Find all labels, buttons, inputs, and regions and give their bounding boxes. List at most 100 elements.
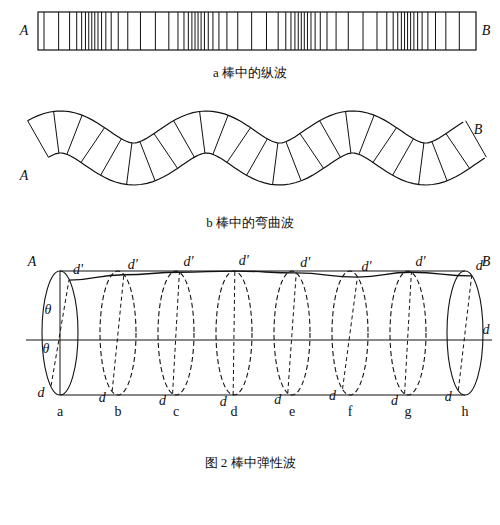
rod-section-line (266, 12, 267, 50)
point-label: d (329, 389, 336, 403)
rod-section-line (251, 12, 252, 50)
rod-section-line (67, 115, 82, 154)
rod-section-line (237, 12, 238, 50)
longitudinal-wave-rod (38, 12, 476, 50)
rod-section-line (226, 12, 227, 50)
rod-section-line (201, 12, 202, 50)
rod-section-line (427, 12, 428, 50)
rod-section-line (195, 12, 196, 50)
rod-section-line (278, 12, 279, 50)
bending-wave-rod (28, 111, 487, 185)
angle-label: θ (43, 342, 50, 356)
diameter-line (343, 277, 358, 389)
end-label: A (20, 169, 29, 183)
point-label: d' (415, 255, 425, 269)
section-letter: f (348, 405, 353, 419)
rod-section-line (140, 142, 155, 181)
diameter-line (288, 273, 296, 393)
rod-section-line (373, 128, 397, 163)
diameter-line (405, 272, 412, 394)
sub-caption: a 棒中的纵波 (213, 66, 287, 79)
rod-section-line (307, 12, 308, 50)
rod-section-line (315, 12, 316, 50)
rod-section-line (191, 12, 192, 50)
rod-section-line (188, 12, 189, 50)
diameter-line (233, 271, 235, 395)
section-letter: g (405, 405, 412, 419)
section-letter: e (289, 405, 295, 419)
rod-section-line (88, 12, 89, 50)
rod-section-line (285, 12, 286, 50)
rod-section-line (401, 12, 402, 50)
rod-section-line (310, 12, 311, 50)
rod-section-line (69, 12, 70, 50)
rod-section-line (177, 12, 178, 50)
point-label: d' (128, 258, 138, 272)
rod-section-line (101, 12, 102, 50)
point-label: d (274, 393, 281, 407)
rod-edge (28, 111, 464, 143)
rod-section-line (183, 12, 184, 50)
rod-section-line (404, 12, 405, 50)
rod-section-line (300, 134, 324, 169)
rod-section-line (413, 12, 414, 50)
rod-section-line (466, 121, 487, 158)
section-letter: b (115, 405, 122, 419)
rod-section-line (327, 12, 328, 50)
rod-section-line (76, 12, 77, 50)
rod-section-line (432, 142, 447, 181)
rod-section-line (446, 134, 470, 169)
rod-section-line (28, 121, 49, 158)
rod-section-line (111, 12, 112, 50)
rod-section-line (54, 111, 59, 153)
rod-section-line (127, 143, 132, 185)
rod-section-line (247, 139, 268, 176)
rod-section-line (336, 12, 337, 50)
rod-section-line (410, 12, 411, 50)
rod-section-line (200, 111, 205, 153)
point-label: d (220, 395, 227, 409)
rod-section-line (290, 12, 291, 50)
cross-section-ellipse (332, 271, 368, 395)
rod-section-line (393, 139, 414, 176)
section-letter: c (173, 405, 179, 419)
rod-section-line (168, 12, 169, 50)
rod-section-line (213, 115, 228, 154)
rod-section-line (91, 12, 92, 50)
rod-section-line (218, 12, 219, 50)
rod-section-line (273, 143, 278, 185)
rod-section-line (386, 12, 387, 50)
rod-section-line (294, 12, 295, 50)
twist-line (69, 271, 472, 280)
rod-section-line (419, 143, 424, 185)
rod-section-line (348, 12, 349, 50)
rod-section-line (397, 12, 398, 50)
point-label: d' (73, 263, 83, 277)
rod-section-line (359, 115, 374, 154)
rod-section-line (376, 12, 377, 50)
rod-section-line (44, 12, 45, 50)
rod-section-line (298, 12, 299, 50)
rod-section-line (208, 12, 209, 50)
cross-section-ellipse (274, 271, 310, 395)
rod-section-line (459, 12, 460, 50)
rod-section-line (445, 12, 446, 50)
end-label: A (20, 24, 29, 38)
rod-section-line (198, 12, 199, 50)
diameter-line (458, 276, 471, 390)
point-label: d (38, 386, 45, 400)
rod-section-line (94, 12, 95, 50)
end-label: B (482, 24, 491, 38)
rod-section-line (155, 12, 156, 50)
rod-section-line (304, 12, 305, 50)
torsion-wave-rod (26, 271, 492, 395)
section-letter: d (231, 405, 238, 419)
rod-section-line (435, 12, 436, 50)
rod-section-line (393, 12, 394, 50)
diameter-line (112, 275, 124, 391)
point-label: d' (183, 255, 193, 269)
figure-caption: 图 2 棒中弹性波 (205, 456, 296, 469)
rod-section-line (85, 12, 86, 50)
point-label: d (159, 394, 166, 408)
